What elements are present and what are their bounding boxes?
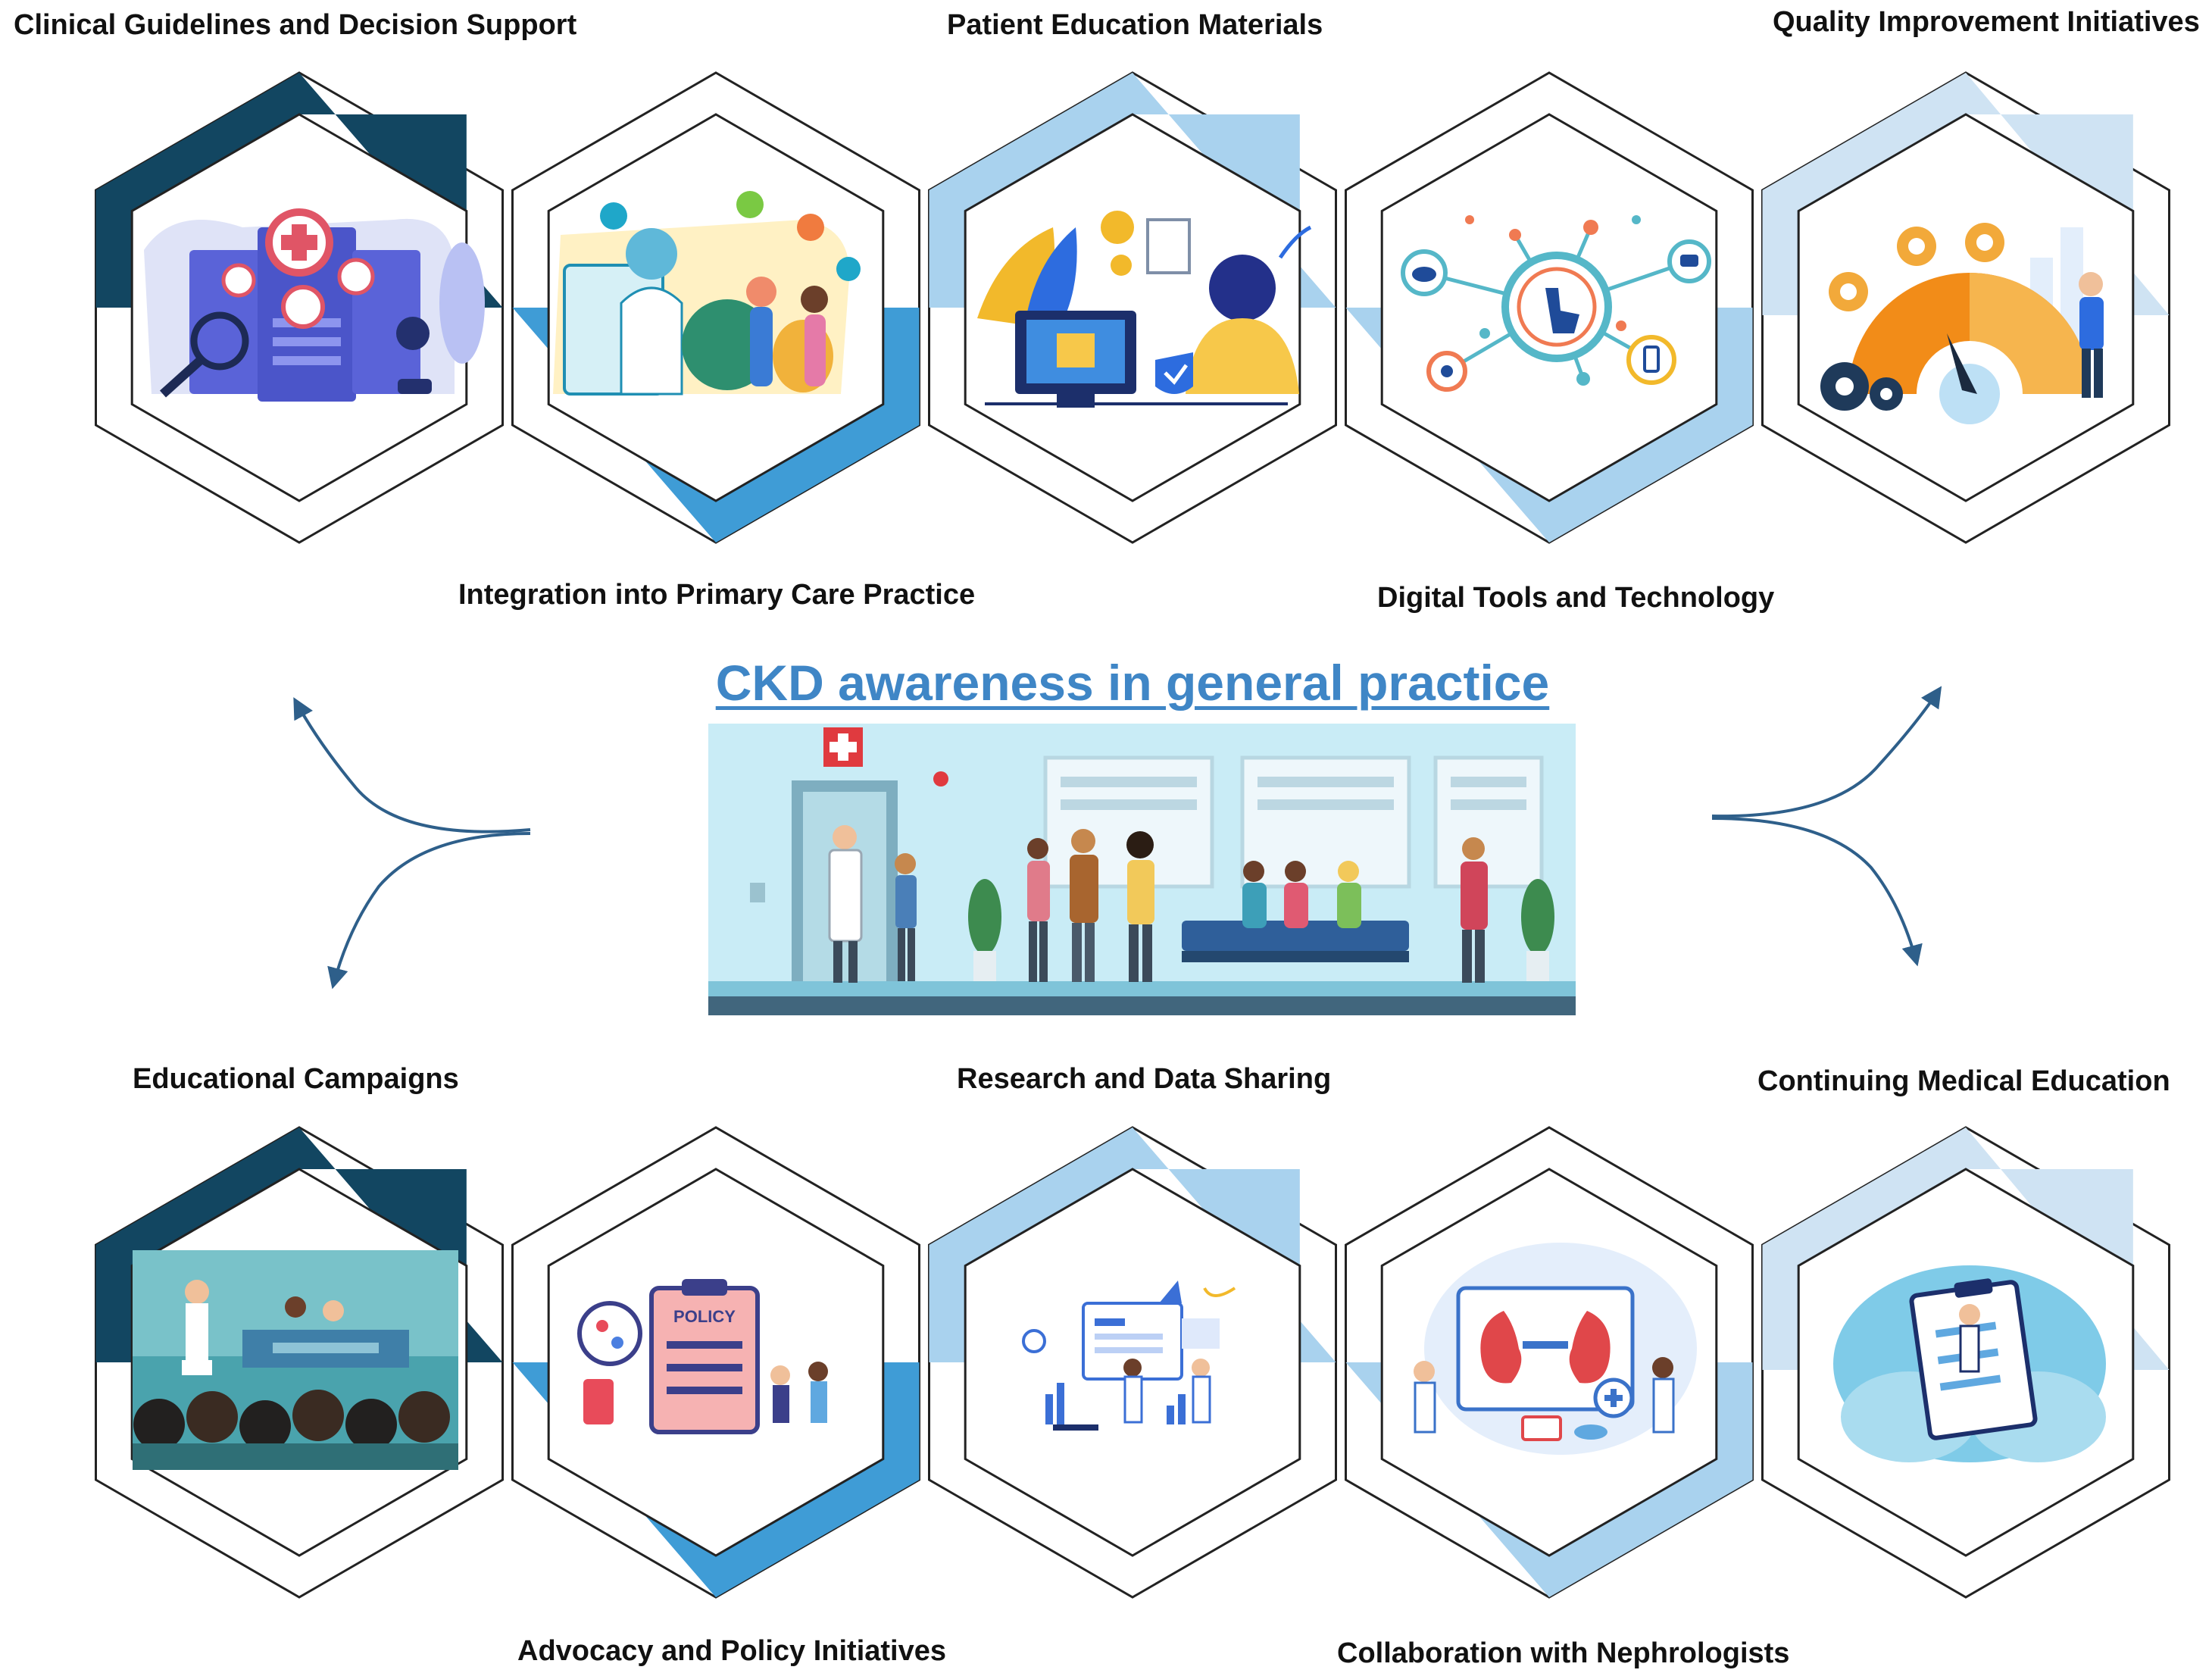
hexagon-accent-band [1345,1245,1753,1597]
label-quality-improvement: Quality Improvement Initiatives [1773,6,2200,38]
label-advocacy-policy: Advocacy and Policy Initiatives [517,1635,946,1667]
arrow-up-right [1711,686,1942,818]
policy-clipboard-icon: POLICY [577,1279,828,1434]
research-data-icon [1022,1281,1236,1431]
hexagon-accent-band [512,190,920,543]
label-collaboration-nephrologists: Collaboration with Nephrologists [1337,1637,1790,1669]
hexagon-accent-band [1762,1127,2170,1480]
hexagon-accent-band [95,73,503,425]
hexagon-accent-band [512,1245,920,1597]
label-primary-care-integration: Integration into Primary Care Practice [458,579,976,611]
label-clinical-guidelines: Clinical Guidelines and Decision Support [14,9,577,41]
quality-improvement-icon [1820,223,2104,424]
arrow-down-right [1711,817,1923,967]
policy-text: POLICY [673,1307,736,1326]
hexagon-accent-band [95,1127,503,1480]
clinic-waiting-room-icon [708,724,1576,1015]
medical-education-icon [1833,1265,2106,1462]
label-patient-education: Patient Education Materials [947,9,1323,41]
hexagon-accent-band [1345,190,1753,543]
hexagon-accent-band [929,1127,1336,1480]
label-research-data-sharing: Research and Data Sharing [957,1063,1332,1095]
label-continuing-medical-education: Continuing Medical Education [1757,1065,2170,1097]
educational-campaigns-icon [133,1250,458,1470]
clinical-guidelines-icon [144,208,485,402]
digital-tools-icon [1401,215,1711,392]
diagram-title: CKD awareness in general practice [715,655,1550,711]
hexagon-accent-band [929,73,1336,425]
left-split-arrows [293,697,531,990]
label-digital-tools: Digital Tools and Technology [1377,582,1775,614]
nephrologist-kidney-icon [1414,1243,1697,1455]
label-educational-campaigns: Educational Campaigns [133,1063,459,1095]
arrow-down-left [327,832,531,990]
hexagon-accent-band [1762,73,2170,425]
arrow-up-left [293,697,531,833]
patient-education-icon [977,211,1312,408]
primary-care-integration-icon [553,191,861,396]
right-split-arrows [1711,686,1942,967]
